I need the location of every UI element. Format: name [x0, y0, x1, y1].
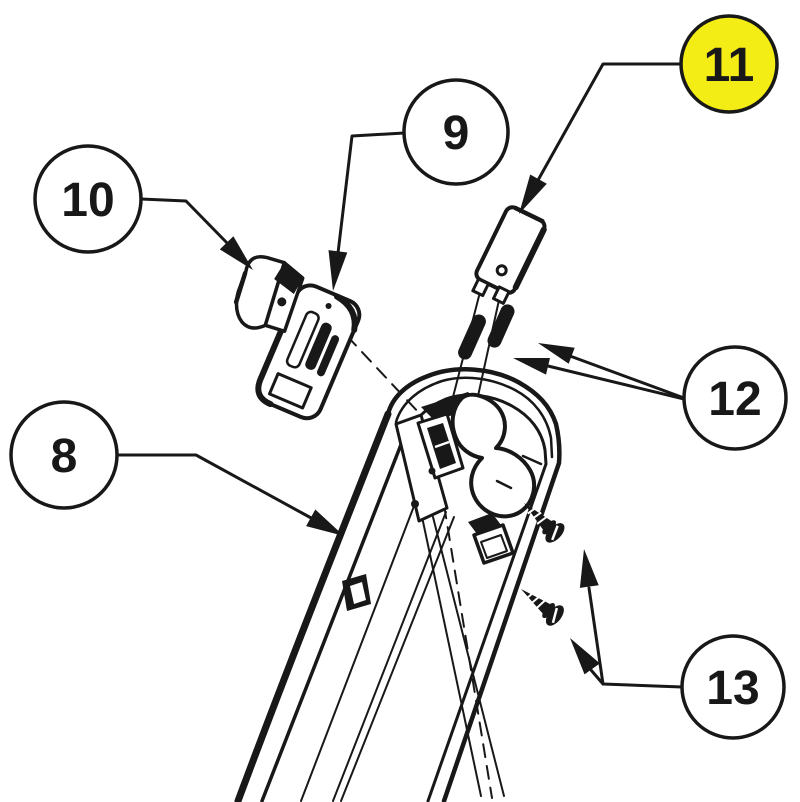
- leader-line-12: [513, 343, 686, 401]
- arrowhead-icon: [570, 638, 600, 675]
- callout-circle: [682, 345, 788, 451]
- arrowhead-icon: [306, 509, 344, 536]
- callout-13[interactable]: 13: [680, 634, 786, 740]
- arrowhead-icon: [519, 174, 547, 214]
- callout-number: 13: [706, 662, 759, 715]
- callout-8[interactable]: 8: [9, 400, 119, 510]
- leader-line-11: [519, 62, 683, 214]
- bracket-part-drawing: [255, 283, 362, 421]
- callout-number: 9: [443, 107, 470, 160]
- arrowhead-icon: [579, 549, 599, 588]
- callout-circle: [33, 144, 143, 254]
- callout-11-highlighted[interactable]: 11: [679, 14, 779, 114]
- callout-10[interactable]: 10: [33, 144, 143, 254]
- plate-part-drawing: [471, 205, 547, 305]
- callout-circle: [680, 634, 786, 740]
- leader-line-9: [328, 131, 406, 291]
- callout-circle: [9, 400, 119, 510]
- callout-number: 8: [51, 430, 78, 483]
- callout-number: 12: [708, 373, 761, 426]
- rail-clip-right-drawing: [468, 513, 515, 565]
- callout-number: 11: [704, 39, 755, 92]
- arrowhead-icon: [219, 236, 253, 270]
- leader-line-13: [570, 549, 684, 689]
- callout-12[interactable]: 12: [682, 345, 788, 451]
- screw-part-drawing: [521, 503, 565, 626]
- pin-part-drawing: [458, 304, 515, 360]
- rail-mount-plate-drawing: [394, 413, 449, 523]
- leader-line-10: [139, 197, 253, 270]
- rail-cutout-drawing: [450, 392, 537, 519]
- rail-clip-left-drawing: [342, 574, 371, 611]
- callout-circle: [402, 78, 510, 186]
- callout-9[interactable]: 9: [402, 78, 510, 186]
- button-part-drawing: [233, 255, 305, 334]
- callout-number: 10: [61, 174, 114, 227]
- arrowhead-icon: [328, 250, 348, 291]
- arrowhead-icon: [538, 343, 575, 364]
- leader-line-8: [115, 453, 344, 536]
- arrowhead-icon: [513, 358, 550, 375]
- callout-circle: [679, 14, 779, 114]
